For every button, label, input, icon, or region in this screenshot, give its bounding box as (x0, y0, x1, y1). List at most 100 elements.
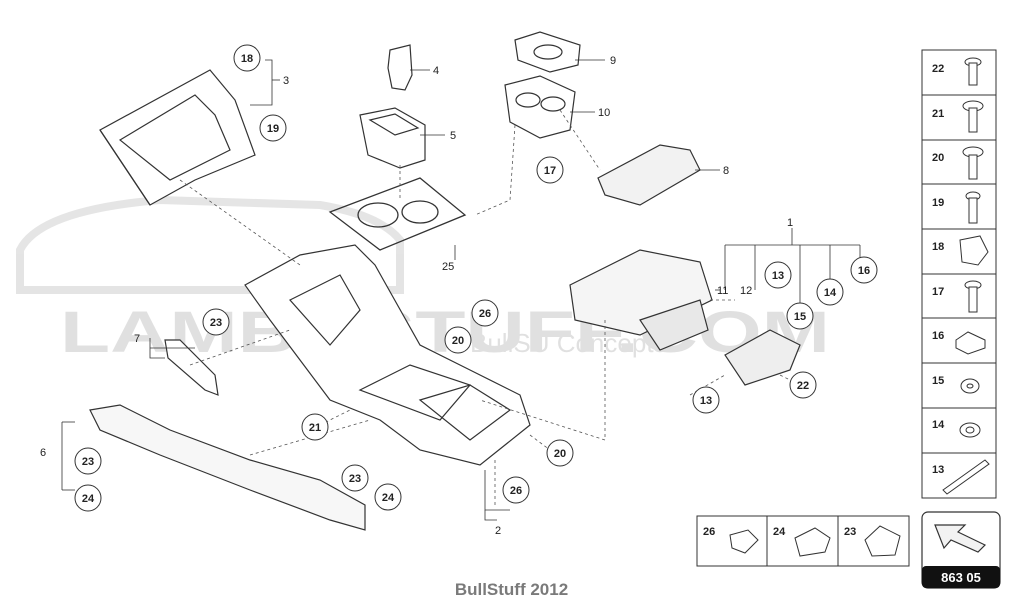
bottom-legend-label-26: 26 (703, 526, 715, 538)
diagram-code: 863 05 (941, 570, 981, 585)
bottom-legend-label-24: 24 (773, 526, 786, 538)
callout-26-bottom: 26 (502, 476, 530, 504)
svg-text:23: 23 (82, 456, 94, 468)
legend-label-15: 15 (932, 375, 944, 387)
svg-text:26: 26 (510, 485, 522, 497)
label-1: 1 (787, 217, 793, 229)
callout-23-bottom-left: 23 (74, 447, 102, 475)
svg-text:18: 18 (241, 53, 253, 65)
label-2: 2 (495, 525, 501, 537)
callout-20-right: 20 (546, 439, 574, 467)
callout-26-mid: 26 (471, 299, 499, 327)
callout-22: 22 (789, 371, 817, 399)
svg-text:24: 24 (82, 493, 95, 505)
part-trim-panel-3 (99, 69, 256, 206)
arrow-icon (934, 524, 987, 553)
label-25: 25 (442, 261, 454, 273)
callout-14: 14 (816, 278, 844, 306)
legend-label-16: 16 (932, 330, 944, 342)
label-7: 7 (134, 333, 140, 345)
part-cover-9 (514, 31, 581, 73)
svg-text:22: 22 (797, 380, 809, 392)
bottom-legend: 26 24 23 (696, 515, 910, 567)
label-11: 11 (717, 285, 728, 297)
part-cupholder-10 (504, 75, 576, 139)
svg-text:24: 24 (382, 492, 395, 504)
svg-text:14: 14 (824, 287, 837, 299)
screw-22-icon (964, 57, 982, 86)
washer-14-icon (959, 422, 981, 438)
label-8: 8 (723, 165, 729, 177)
legend-label-17: 17 (932, 286, 944, 298)
screw-20-icon (962, 146, 984, 180)
label-3: 3 (283, 75, 289, 87)
pad-26-icon (729, 529, 759, 554)
clip-18-icon (959, 235, 989, 266)
circled-callouts: 18 19 17 13 16 14 15 13 22 23 26 20 21 2… (74, 44, 878, 512)
svg-text:13: 13 (772, 270, 784, 282)
callout-13-bottom: 13 (692, 386, 720, 414)
label-5: 5 (450, 130, 456, 142)
screw-17-icon (964, 280, 982, 313)
rod-13-icon (942, 459, 990, 495)
part-armrest-1 (569, 249, 713, 351)
callout-18: 18 (233, 44, 261, 72)
svg-text:16: 16 (858, 265, 870, 277)
watermark: LAMBOSTUFF.COM BullSU Concepts (16, 195, 830, 365)
callout-23-mid: 23 (341, 464, 369, 492)
legend-label-18: 18 (932, 241, 944, 253)
bolt-16-icon (955, 331, 986, 355)
part-frame-25 (328, 177, 467, 251)
legend-label-20: 20 (932, 152, 944, 164)
label-9: 9 (610, 55, 616, 67)
callout-16: 16 (850, 256, 878, 284)
part-block-22 (724, 329, 801, 386)
screw-21-icon (962, 100, 984, 133)
callout-24-mid: 24 (374, 483, 402, 511)
label-6: 6 (40, 447, 46, 459)
legend-label-14: 14 (932, 419, 945, 431)
svg-text:15: 15 (794, 311, 806, 323)
screw-19-icon (965, 191, 981, 224)
clip-23-icon (864, 525, 901, 557)
label-4: 4 (433, 65, 439, 77)
part-cover-7 (164, 339, 219, 396)
callout-19: 19 (259, 114, 287, 142)
svg-text:26: 26 (479, 308, 491, 320)
bottom-legend-label-23: 23 (844, 526, 856, 538)
svg-text:23: 23 (349, 473, 361, 485)
part-side-panel-6 (89, 404, 366, 531)
svg-text:20: 20 (554, 448, 566, 460)
solid-leaders (61, 59, 861, 521)
part-labels: 3 4 5 9 10 8 25 1 11 12 7 6 2 (40, 55, 793, 537)
svg-text:19: 19 (267, 123, 279, 135)
svg-text:17: 17 (544, 165, 556, 177)
part-cupholder-5 (359, 107, 426, 169)
footer-credit: BullStuff 2012 (454, 580, 569, 599)
svg-text:13: 13 (700, 395, 712, 407)
callout-20-mid: 20 (444, 326, 472, 354)
part-armrest-pad-8 (597, 144, 701, 206)
callout-17: 17 (536, 156, 564, 184)
callout-24-bottom-left: 24 (74, 484, 102, 512)
diagram-code-box: 863 05 (921, 511, 1001, 589)
washer-15-icon (960, 378, 980, 394)
legend-label-19: 19 (932, 197, 944, 209)
callout-21: 21 (301, 413, 329, 441)
svg-text:21: 21 (309, 422, 321, 434)
legend-label-13: 13 (932, 464, 944, 476)
legend-label-22: 22 (932, 63, 944, 75)
svg-text:20: 20 (452, 335, 464, 347)
label-10: 10 (598, 107, 610, 119)
fastener-legend: 22 21 20 19 18 17 16 15 14 13 (921, 49, 997, 499)
callout-13-top: 13 (764, 261, 792, 289)
part-bracket-4 (387, 44, 413, 91)
clip-24-icon (794, 527, 831, 557)
svg-text:23: 23 (210, 317, 222, 329)
callout-23-left: 23 (202, 308, 230, 336)
label-12: 12 (740, 285, 752, 297)
legend-label-21: 21 (932, 108, 944, 120)
part-center-console-2 (244, 244, 531, 466)
callout-15: 15 (786, 302, 814, 330)
